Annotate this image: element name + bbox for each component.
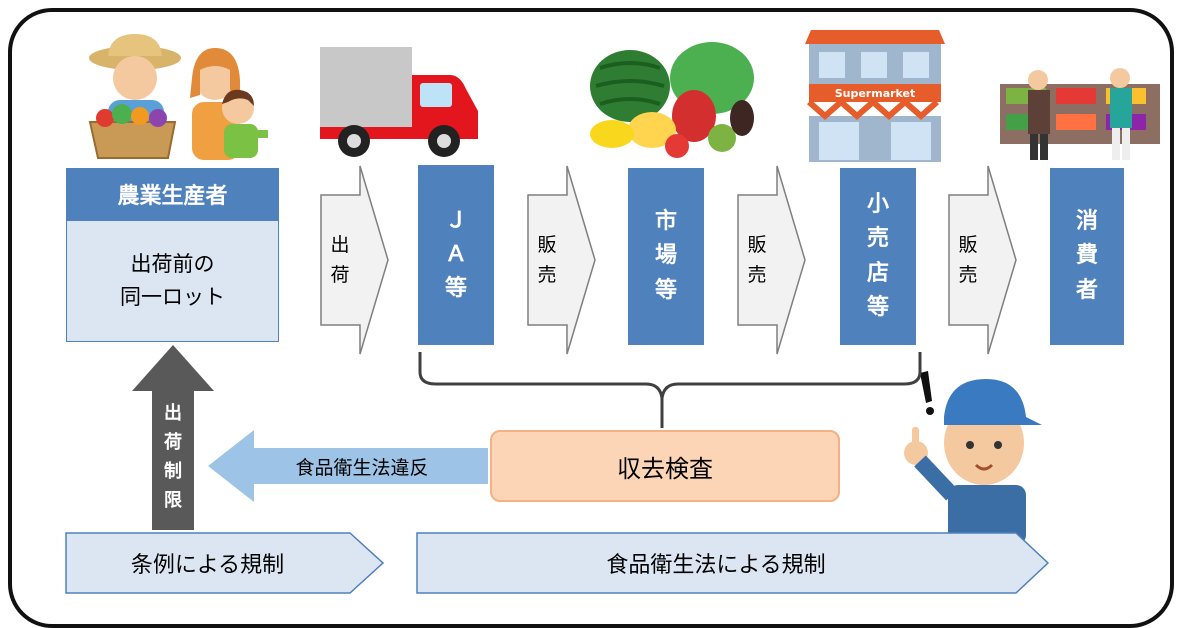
stage-consumer: 消 費 者 (1050, 168, 1124, 345)
sell-arrow-1-char1: 販 (537, 233, 557, 256)
ship-arrow: 出 荷 (320, 165, 390, 355)
ordinance-banner (65, 532, 385, 594)
stage-market-char2: 場 (654, 243, 677, 269)
food-law-label: 食品衛生法による規制 (606, 553, 826, 578)
producer-lot-box: 出荷前の 同一ロット (66, 220, 279, 342)
ship-arrow-char1: 出 (330, 233, 350, 256)
sell-arrow-1: 販 売 (527, 165, 597, 355)
stage-consumer-char1: 消 (1075, 209, 1098, 235)
stage-retail-char4: 等 (866, 294, 889, 320)
restriction-char4: 限 (164, 489, 182, 511)
shipment-restriction-arrow (132, 345, 214, 530)
sell-arrow-3-char1: 販 (958, 233, 978, 256)
ship-arrow-char2: 荷 (330, 264, 350, 286)
ordinance-label: 条例による規制 (130, 553, 285, 578)
vegetables-illustration (590, 42, 754, 158)
sell-arrow-2-char2: 売 (747, 264, 767, 286)
stage-market-char3: 等 (654, 277, 677, 303)
sell-arrow-1-char2: 売 (537, 264, 557, 286)
violation-arrow (208, 430, 488, 502)
stage-retail: 小 売 店 等 (840, 168, 916, 345)
sell-arrow-2-char1: 販 (747, 233, 767, 256)
inspection-box: 収去検査 (490, 430, 840, 502)
stage-retail-char2: 売 (866, 226, 889, 252)
sell-arrow-3: 販 売 (948, 165, 1018, 355)
restriction-char1: 出 (164, 403, 182, 425)
stage-retail-char1: 小 (866, 192, 889, 218)
stage-ja-char1: Ｊ (444, 207, 467, 233)
supermarket-sign: Supermarket (834, 87, 916, 100)
stage-retail-char3: 店 (866, 260, 889, 286)
sell-arrow-2: 販 売 (737, 165, 807, 355)
producer-lot-line1: 出荷前の (130, 252, 215, 277)
restriction-char2: 荷 (164, 432, 182, 454)
stage-ja-char2: Ａ (444, 241, 467, 267)
inspector-illustration (904, 371, 1042, 545)
farmer-family-illustration (88, 34, 268, 160)
stage-ja-char3: 等 (444, 276, 467, 302)
producer-lot-line2: 同一ロット (120, 285, 225, 309)
stage-ja: Ｊ Ａ 等 (418, 165, 494, 345)
stage-market: 市 場 等 (628, 168, 704, 345)
shoppers-illustration (1000, 68, 1160, 160)
restriction-char3: 制 (164, 461, 182, 482)
violation-label: 食品衛生法違反 (295, 456, 429, 479)
shipment-restriction-label: 出 荷 制 限 (158, 388, 188, 528)
stage-consumer-char2: 費 (1075, 243, 1098, 269)
supermarket-illustration: Supermarket (805, 30, 945, 162)
stage-market-char1: 市 (654, 209, 677, 235)
food-law-banner (416, 532, 1050, 594)
distribution-bracket (418, 352, 922, 428)
stage-consumer-char3: 者 (1075, 277, 1098, 303)
sell-arrow-3-char2: 売 (958, 264, 978, 286)
producer-title: 農業生産者 (66, 168, 279, 220)
delivery-truck-icon (320, 47, 478, 157)
